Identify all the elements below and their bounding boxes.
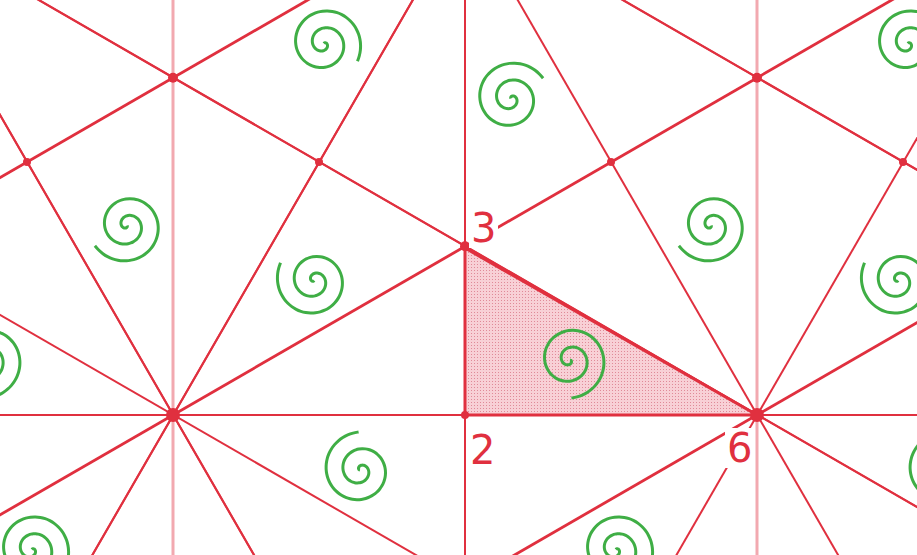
rotation-centre	[166, 408, 180, 422]
mirror-line	[0, 0, 435, 555]
spiral-motif	[285, 0, 373, 85]
rotation-centre	[899, 158, 907, 166]
rotation-centre	[750, 408, 764, 422]
rotation-centre	[607, 158, 615, 166]
spiral-motif	[848, 239, 917, 324]
spiral-motif	[0, 330, 20, 398]
mirror-line	[425, 0, 917, 555]
spiral-motif	[326, 432, 385, 500]
fundamental-region	[465, 248, 757, 415]
mirror-line	[717, 0, 917, 555]
rotation-centre	[168, 73, 178, 83]
rotation-centre	[752, 73, 762, 83]
spiral-motif	[545, 330, 604, 398]
rotation-order-label: 6	[725, 428, 754, 468]
rotation-order-label: 2	[468, 430, 497, 470]
spiral-motif	[264, 239, 352, 324]
spiral-motif	[0, 505, 82, 555]
spiral-motif	[577, 505, 665, 555]
spiral-motif	[81, 189, 169, 274]
spiral-motif	[910, 432, 917, 500]
mirror-line	[756, 0, 759, 555]
mirror-line	[717, 0, 917, 555]
spiral-motif	[665, 189, 753, 274]
rotation-centre	[315, 158, 323, 166]
rotation-centre	[461, 411, 469, 419]
rotation-centres	[23, 73, 907, 422]
spiral-motif	[869, 0, 917, 85]
fundamental-outline	[465, 248, 757, 415]
rotation-centre	[23, 158, 31, 166]
mirror-line	[0, 414, 917, 416]
mirror-line	[0, 0, 435, 555]
spiral-motif	[468, 50, 556, 135]
rotation-order-label: 3	[469, 208, 498, 248]
mirror-line	[172, 0, 175, 555]
